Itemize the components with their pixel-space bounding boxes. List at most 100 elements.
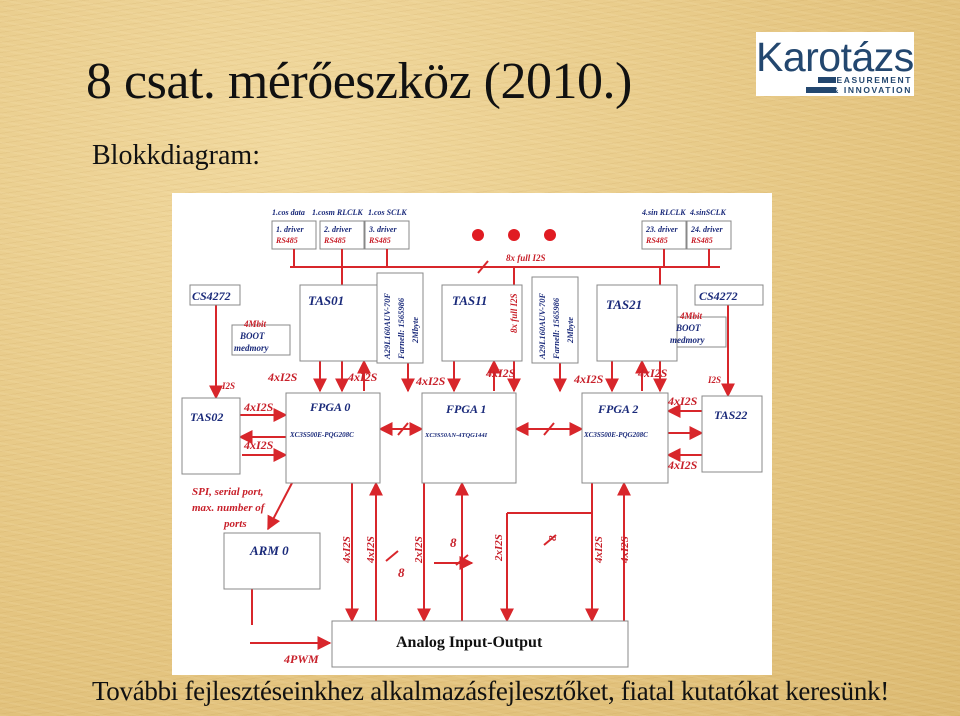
spi-note-line3: ports <box>223 518 247 530</box>
tas01-4xi2s-a: 4xI2S <box>267 370 298 384</box>
dot-2 <box>508 229 520 241</box>
tas11-label: TAS11 <box>452 293 487 308</box>
boot-left-box <box>231 324 291 356</box>
driver-labels: 1. driver RS485 2. driver RS485 3. drive… <box>275 225 723 245</box>
flash-right-box <box>531 276 579 364</box>
i2s-left-label: I2S <box>221 381 235 391</box>
tas11-4xi2s-a: 4xI2S <box>415 374 446 388</box>
slide-footer: További fejlesztéseinkhez alkalmazásfejl… <box>92 676 889 706</box>
arm0-box <box>223 532 321 590</box>
flash-left-size: 2Mbyte <box>410 317 420 344</box>
bus-full-i2s-label: 8x full I2S <box>506 253 546 263</box>
boot-left-mem: medmory <box>234 343 269 353</box>
tas22-4xi2s-a: 4xI2S <box>667 394 698 408</box>
eight-label-b: 8 <box>450 535 457 550</box>
driver-2-label: 2. driver <box>323 225 352 234</box>
flash-left-part: A29L160AUV-70F <box>382 293 392 360</box>
fpga2-box <box>581 392 669 484</box>
logo-wordmark: Karotázs <box>756 34 914 80</box>
driver-23-rs485: RS485 <box>645 236 668 245</box>
boot-right-mem: medmory <box>670 335 705 345</box>
fpga1-box <box>421 392 517 484</box>
logo-tagline-2: & INNOVATION <box>832 85 912 95</box>
tas02-4xi2s-a: 4xI2S <box>243 400 274 414</box>
analog-io-box <box>331 620 629 668</box>
tas01-box <box>299 284 381 362</box>
cs4272-left-label: CS4272 <box>192 289 231 303</box>
block-labels: CS4272 CS4272 4Mbit BOOT medmory 4Mbit B… <box>190 289 747 651</box>
driver-24-label: 24. driver <box>690 225 723 234</box>
tas21-4xi2s-b: 4xI2S <box>637 366 668 380</box>
driver-1-label: 1. driver <box>276 225 304 234</box>
eight-label-a: 8 <box>398 565 405 580</box>
flash-labels: A29L160AUV-70F Farnell: 1565986 2Mbyte A… <box>382 293 575 360</box>
tas11-box <box>441 284 523 362</box>
boot-left-size: 4Mbit <box>243 319 267 329</box>
boot-right-label: BOOT <box>675 323 701 333</box>
spi-note-line2: max. number of <box>192 502 266 514</box>
driver-1-rs485: RS485 <box>275 236 298 245</box>
logo-tagline-1: MEASUREMENT <box>827 75 912 85</box>
arm0-label: ARM 0 <box>249 543 289 558</box>
sin-rlclk-label: 4.sin RLCLK <box>641 208 686 217</box>
fpga0-box <box>285 392 381 484</box>
tas21-4xi2s-a: 4xI2S <box>573 372 604 386</box>
block-diagram-svg: 1.cos data 1.cosm RLCLK 1.cos SCLK 4.sin… <box>181 208 764 668</box>
fpga0-down-4xi2s-b: 4xI2S <box>365 536 377 564</box>
fpga0-label: FPGA 0 <box>309 400 350 414</box>
tas01-4xi2s-b: 4xI2S <box>347 370 378 384</box>
cosm-rlclk-label: 1.cosm RLCLK <box>312 208 363 217</box>
bus-ticks <box>385 260 557 566</box>
cs4272-right-box <box>694 284 764 306</box>
tas21-box <box>596 284 678 362</box>
flash-right-farnell: Farnell: 1565986 <box>551 297 561 360</box>
fpga1-2xi2s-a: 2xI2S <box>413 536 425 564</box>
fpga1-label: FPGA 1 <box>445 402 486 416</box>
tas21-label: TAS21 <box>606 297 642 312</box>
slide-subtitle: Blokkdiagram: <box>92 140 260 171</box>
tas01-label: TAS01 <box>308 293 344 308</box>
i2s-right-label: I2S <box>707 375 721 385</box>
block-diagram: 1.cos data 1.cosm RLCLK 1.cos SCLK 4.sin… <box>172 193 772 675</box>
fpga2-part: XC3S500E-PQG208C <box>583 431 648 439</box>
fpga2-4xi2s-b: 4xI2S <box>619 536 631 564</box>
driver-23-label: 23. driver <box>645 225 678 234</box>
tas22-4xi2s-b: 4xI2S <box>667 458 698 472</box>
dot-3 <box>544 229 556 241</box>
tas22-label: TAS22 <box>714 408 747 422</box>
cos-data-label: 1.cos data <box>272 208 305 217</box>
fpga2-label: FPGA 2 <box>597 402 638 416</box>
eight-label-c: 8 <box>547 535 559 541</box>
flash-left-box <box>376 272 424 364</box>
slide-title: 8 csat. mérőeszköz (2010.) <box>86 53 632 110</box>
fpga0-part: XC3S500E-PQG208C <box>289 431 354 439</box>
full-i2s-vertical: 8x full I2S <box>509 293 519 333</box>
ellipsis-dots <box>472 229 556 241</box>
sin-sclk-label: 4.sinSCLK <box>689 208 726 217</box>
boot-right-size: 4Mbit <box>679 311 703 321</box>
driver-2-rs485: RS485 <box>323 236 346 245</box>
logo-bar-top <box>818 77 836 83</box>
cos-sclk-label: 1.cos SCLK <box>368 208 407 217</box>
spi-note-line1: SPI, serial port, <box>192 486 264 498</box>
fpga0-down-4xi2s-a: 4xI2S <box>341 536 353 564</box>
flash-right-part: A29L160AUV-70F <box>537 293 547 360</box>
driver-24-rs485: RS485 <box>690 236 713 245</box>
flash-left-farnell: Farnell: 1565986 <box>396 297 406 360</box>
logo-bar-bottom <box>806 87 836 93</box>
dot-1 <box>472 229 484 241</box>
tas22-box <box>701 395 763 473</box>
driver-3-rs485: RS485 <box>368 236 391 245</box>
flash-right-size: 2Mbyte <box>565 317 575 344</box>
pwm-label: 4PWM <box>283 652 319 666</box>
driver-3-label: 3. driver <box>368 225 397 234</box>
company-logo: Karotázs MEASUREMENT & INNOVATION <box>756 32 914 96</box>
tas11-4xi2s-b: 4xI2S <box>485 366 516 380</box>
fpga1-2xi2s-b: 2xI2S <box>493 534 505 562</box>
analog-io-label: Analog Input-Output <box>396 634 543 651</box>
cs4272-left-box <box>189 284 241 306</box>
fpga1-part: XC3S50AN-4TQG144I <box>424 432 488 439</box>
top-strip: 1.cos data 1.cosm RLCLK 1.cos SCLK 4.sin… <box>272 208 726 217</box>
tas02-4xi2s-b: 4xI2S <box>243 438 274 452</box>
fpga2-4xi2s-a: 4xI2S <box>593 536 605 564</box>
